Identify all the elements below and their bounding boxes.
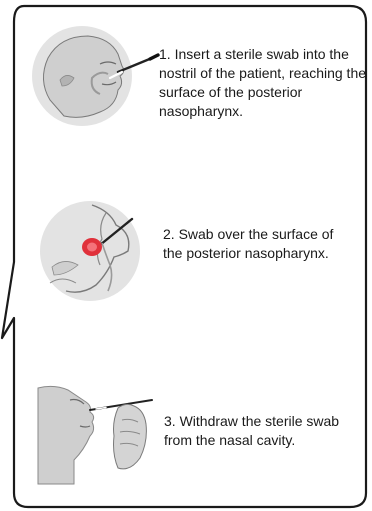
nasopharynx-cross-section-icon bbox=[36, 195, 148, 307]
step-3-instruction: 3. Withdraw the sterile swab from the na… bbox=[164, 412, 349, 450]
step-2-instruction: 2. Swab over the surface of the posterio… bbox=[163, 225, 348, 263]
step-1-instruction: 1. Insert a sterile swab into the nostri… bbox=[159, 45, 369, 121]
profile-head-swab-nostril-icon bbox=[30, 20, 162, 132]
hand-withdraw-swab-icon bbox=[34, 380, 162, 486]
